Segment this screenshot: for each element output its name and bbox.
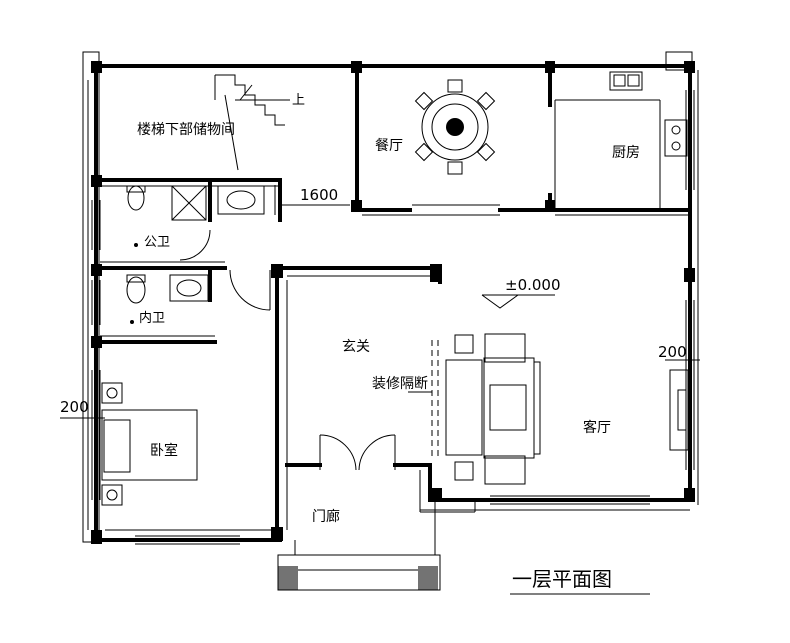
kitchen-fixtures: [609, 71, 688, 157]
bed: [101, 382, 198, 506]
label-bedroom: 卧室: [150, 442, 178, 459]
label-public-bath: 公卫: [144, 235, 170, 250]
label-stair-up: 上: [292, 93, 305, 108]
outer-walls: [82, 51, 699, 543]
partition-screen: [408, 340, 439, 460]
bath-fixtures: [126, 185, 265, 324]
porch: [277, 500, 441, 591]
columns: [91, 61, 695, 544]
elevation-label: ±0.000: [505, 276, 561, 294]
label-living: 客厅: [583, 419, 611, 436]
dimension-200-left: 200: [60, 398, 89, 416]
label-partition: 装修隔断: [372, 376, 428, 392]
label-foyer: 玄关: [342, 338, 370, 355]
elevation-marker: [481, 294, 555, 309]
drawing-title: 一层平面图: [512, 567, 612, 591]
dimension-200-right: 200: [658, 343, 687, 361]
dimension-1600: 1600: [300, 186, 338, 204]
tv-cabinet: [669, 369, 689, 451]
label-inner-bath: 内卫: [139, 310, 165, 326]
doors: [179, 185, 396, 471]
staircase: [214, 74, 290, 171]
label-storage: 楼梯下部储物间: [137, 122, 235, 138]
windows: [91, 90, 695, 545]
label-dining: 餐厅: [375, 138, 403, 154]
label-porch: 门廊: [312, 508, 340, 525]
dimension-lines: [60, 204, 700, 419]
dining-table: [414, 79, 496, 175]
label-kitchen: 厨房: [612, 145, 640, 161]
sofa-set: [445, 333, 541, 485]
